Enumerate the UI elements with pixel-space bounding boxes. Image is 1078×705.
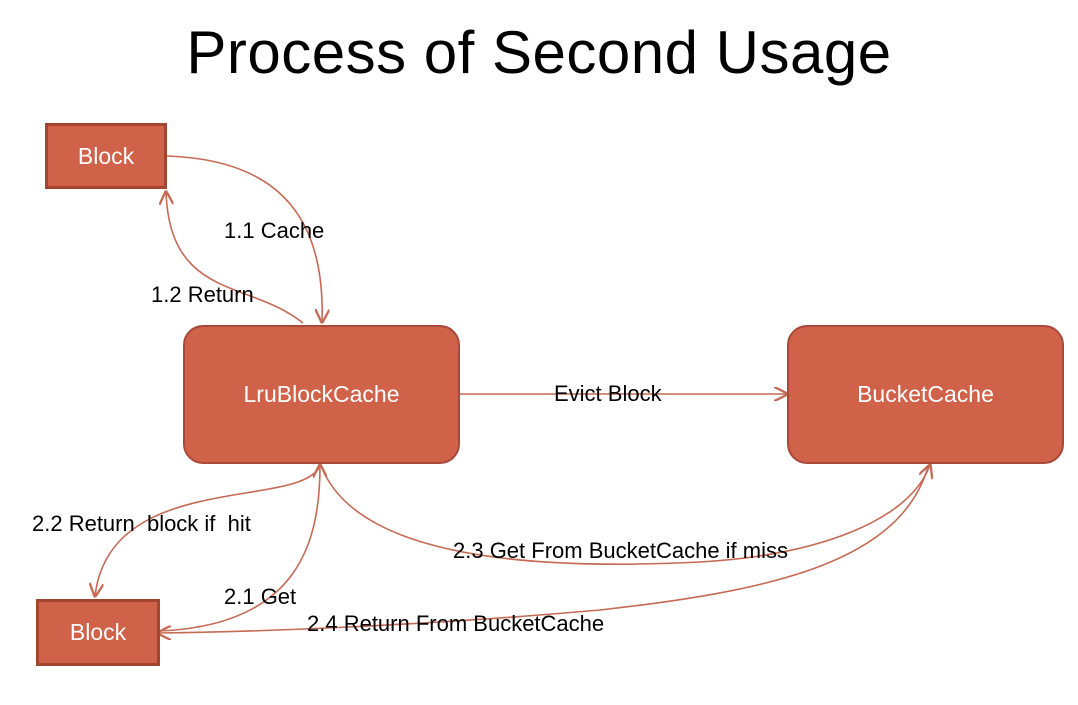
block-top-label: Block (77, 142, 135, 169)
diagram-title: Process of Second Usage (186, 19, 892, 86)
edge-label-cache: 1.1 Cache (224, 218, 325, 243)
block-top-node: Block (45, 123, 167, 189)
edge-label-return-if-hit: 2.2 Return block if hit (32, 511, 251, 536)
edge-label-get: 2.1 Get (224, 584, 297, 609)
block-bottom-node: Block (36, 599, 160, 666)
edge-label-return-from-bucket: 2.4 Return From BucketCache (307, 611, 605, 636)
bucket-cache-node: BucketCache (787, 325, 1064, 464)
block-bottom-label: Block (69, 619, 127, 645)
edge-return-arrow (166, 192, 304, 324)
edge-label-get-from-bucket: 2.3 Get From BucketCache if miss (453, 538, 788, 563)
lru-block-cache-label: LruBlockCache (243, 381, 400, 407)
edge-return-if-hit-arrow (95, 465, 321, 596)
lru-block-cache-node: LruBlockCache (183, 325, 460, 464)
edge-get-arrow (159, 465, 320, 632)
edge-cache-arrow (166, 155, 322, 322)
edge-return-from-bucket-arrow (158, 466, 929, 633)
bucket-cache-label: BucketCache (857, 381, 994, 407)
edge-label-evict: Evict Block (554, 381, 662, 406)
edge-get-from-bucket-arrow (321, 465, 930, 565)
edge-label-return: 1.2 Return (151, 282, 254, 307)
